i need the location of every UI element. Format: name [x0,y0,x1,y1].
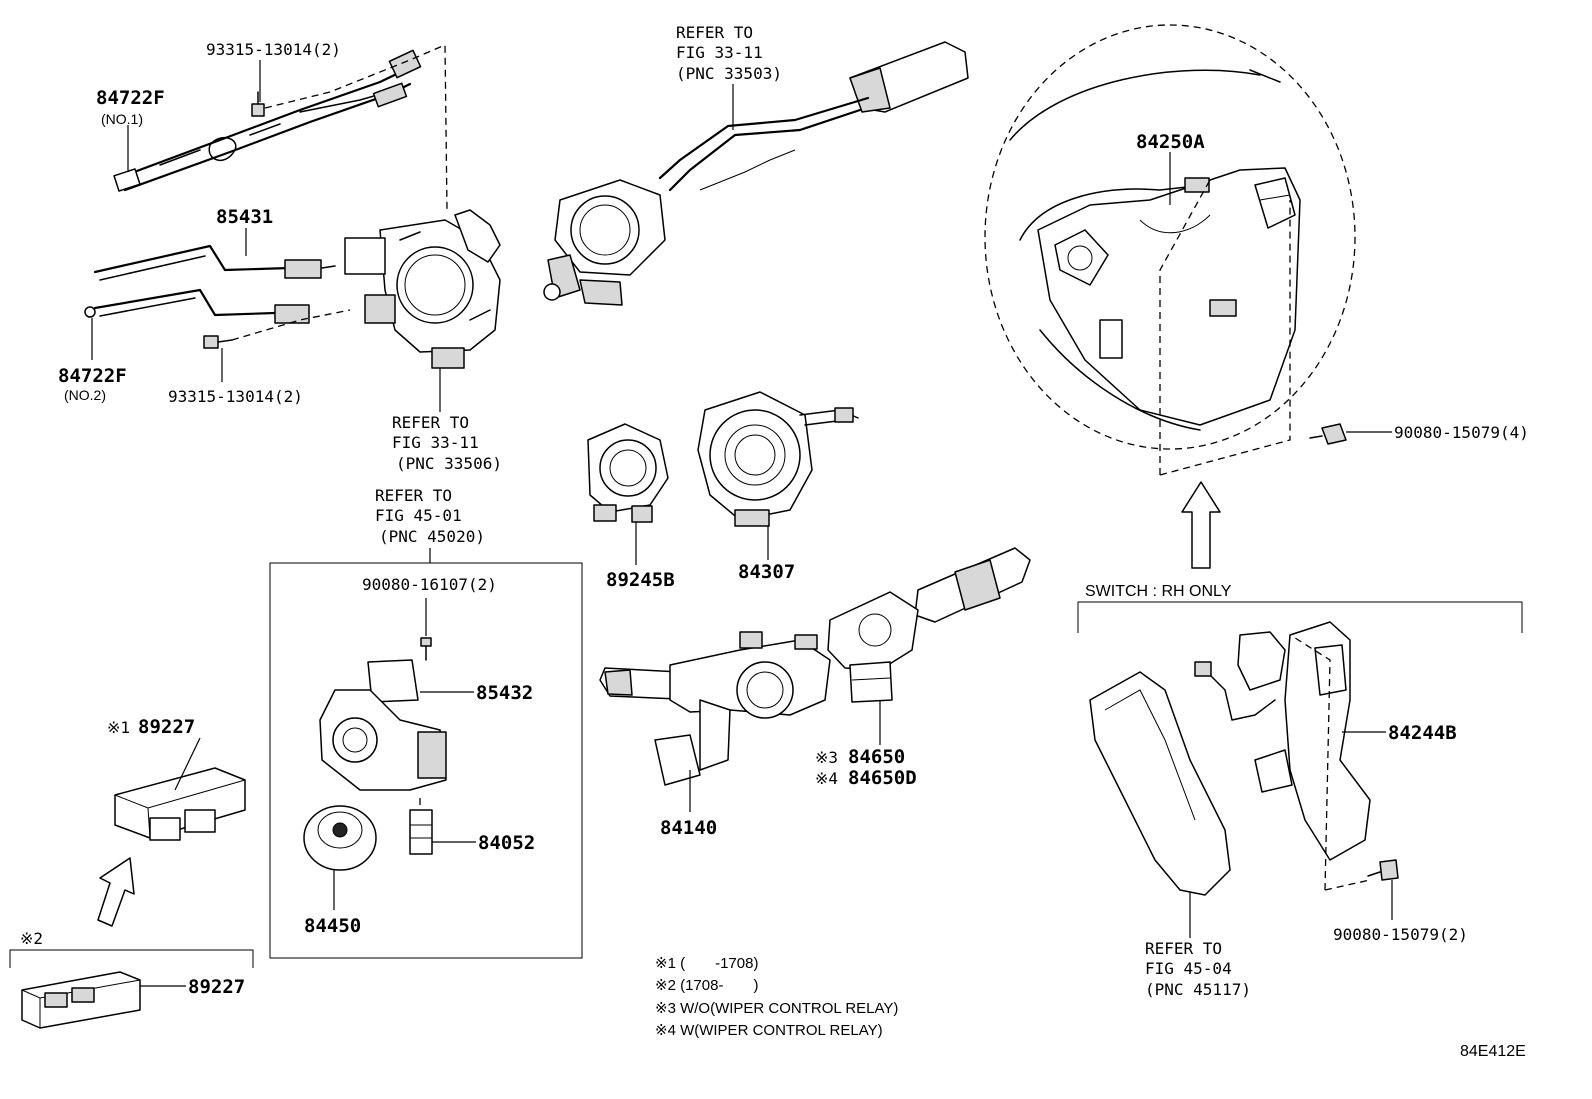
ignition-lock-housing [319,659,447,791]
bolt-93315-bottom [203,335,233,349]
figure-id: 84E412E [1460,1043,1526,1060]
ref-33506-line3: (PNC 33506) [396,454,502,473]
part-84307-drawing [697,391,859,527]
ref-33506-line2: FIG 33-11 [392,433,479,452]
ref-45117-line1: REFER TO [1145,939,1222,958]
mark-3: ※3 [815,748,838,767]
part-84722F-no1: 84722F [96,87,165,109]
bolt-90080-15079-2 [1367,859,1399,881]
ref-33503-line2: FIG 33-11 [676,43,763,62]
cover-45117 [1089,671,1231,896]
part-84052: 84052 [478,832,535,854]
switch-body-33506 [344,209,501,369]
module-89227-b [21,971,141,1029]
part-84307: 84307 [738,561,795,583]
part-89227-a: 89227 [138,716,195,738]
switch-84244B-drawing [1194,621,1371,861]
switch-84650 [827,547,1031,703]
part-90080-15079-2: 90080-15079(2) [1333,925,1468,944]
ref-33503-line3: (PNC 33503) [676,64,782,83]
part-93315-bottom: 93315-13014(2) [168,387,303,406]
part-85432: 85432 [476,682,533,704]
mark-2: ※2 [20,929,43,948]
part-89245B: 89245B [606,569,675,591]
part-84450: 84450 [304,915,361,937]
part-84722F-no2: 84722F [58,365,127,387]
part-84650: 84650 [848,746,905,768]
label-switch-rh-only: SWITCH : RH ONLY [1085,583,1232,600]
part-84722F-no2-sub: (NO.2) [64,387,106,403]
switch-84140 [599,631,831,786]
ref-45020-line2: FIG 45-01 [375,506,462,525]
ref-45020-line1: REFER TO [375,486,452,505]
part-84244B: 84244B [1388,722,1457,744]
part-90080-16107: 90080-16107(2) [362,575,497,594]
note-3: ※3 W/O(WIPER CONTROL RELAY) [655,1000,898,1017]
wire-harness-85431 [84,244,336,324]
bolt-90080-16107 [420,637,432,661]
module-89227-a [114,767,246,841]
ignition-switch-84450 [303,805,377,871]
mark-4: ※4 [815,769,838,788]
part-84140: 84140 [660,817,717,839]
note-1: ※1 ( -1708) [655,955,758,972]
bolt-90080-15079-4 [1309,423,1347,445]
note-2: ※2 (1708- ) [655,977,758,994]
part-84250A: 84250A [1136,131,1205,153]
ref-33503-line1: REFER TO [676,23,753,42]
arrow-up-left [97,857,135,927]
ref-45117-line2: FIG 45-04 [1145,959,1232,978]
part-84650D: 84650D [848,767,917,789]
key-cylinder-84052 [409,809,433,855]
bracket-switch-rh [1077,601,1523,633]
stalk-33503 [543,41,969,306]
part-90080-15079-4: 90080-15079(4) [1394,423,1529,442]
box-ignition-group [269,562,583,959]
arrow-up-right [1181,481,1221,569]
bracket-mark2 [9,949,254,968]
part-85431: 85431 [216,206,273,228]
ref-45117-line3: (PNC 45117) [1145,980,1251,999]
note-4: ※4 W(WIPER CONTROL RELAY) [655,1022,883,1039]
ref-33506-line1: REFER TO [392,413,469,432]
part-84722F-no1-sub: (NO.1) [101,111,143,127]
part-89227-b: 89227 [188,976,245,998]
ref-45020-line3: (PNC 45020) [379,527,485,546]
part-93315-top: 93315-13014(2) [206,40,341,59]
wire-harness-no1 [113,49,422,192]
mark-1: ※1 [107,718,130,737]
steering-wheel [984,24,1356,450]
bolt-93315-top [251,91,265,117]
part-89245B-drawing [587,423,669,523]
